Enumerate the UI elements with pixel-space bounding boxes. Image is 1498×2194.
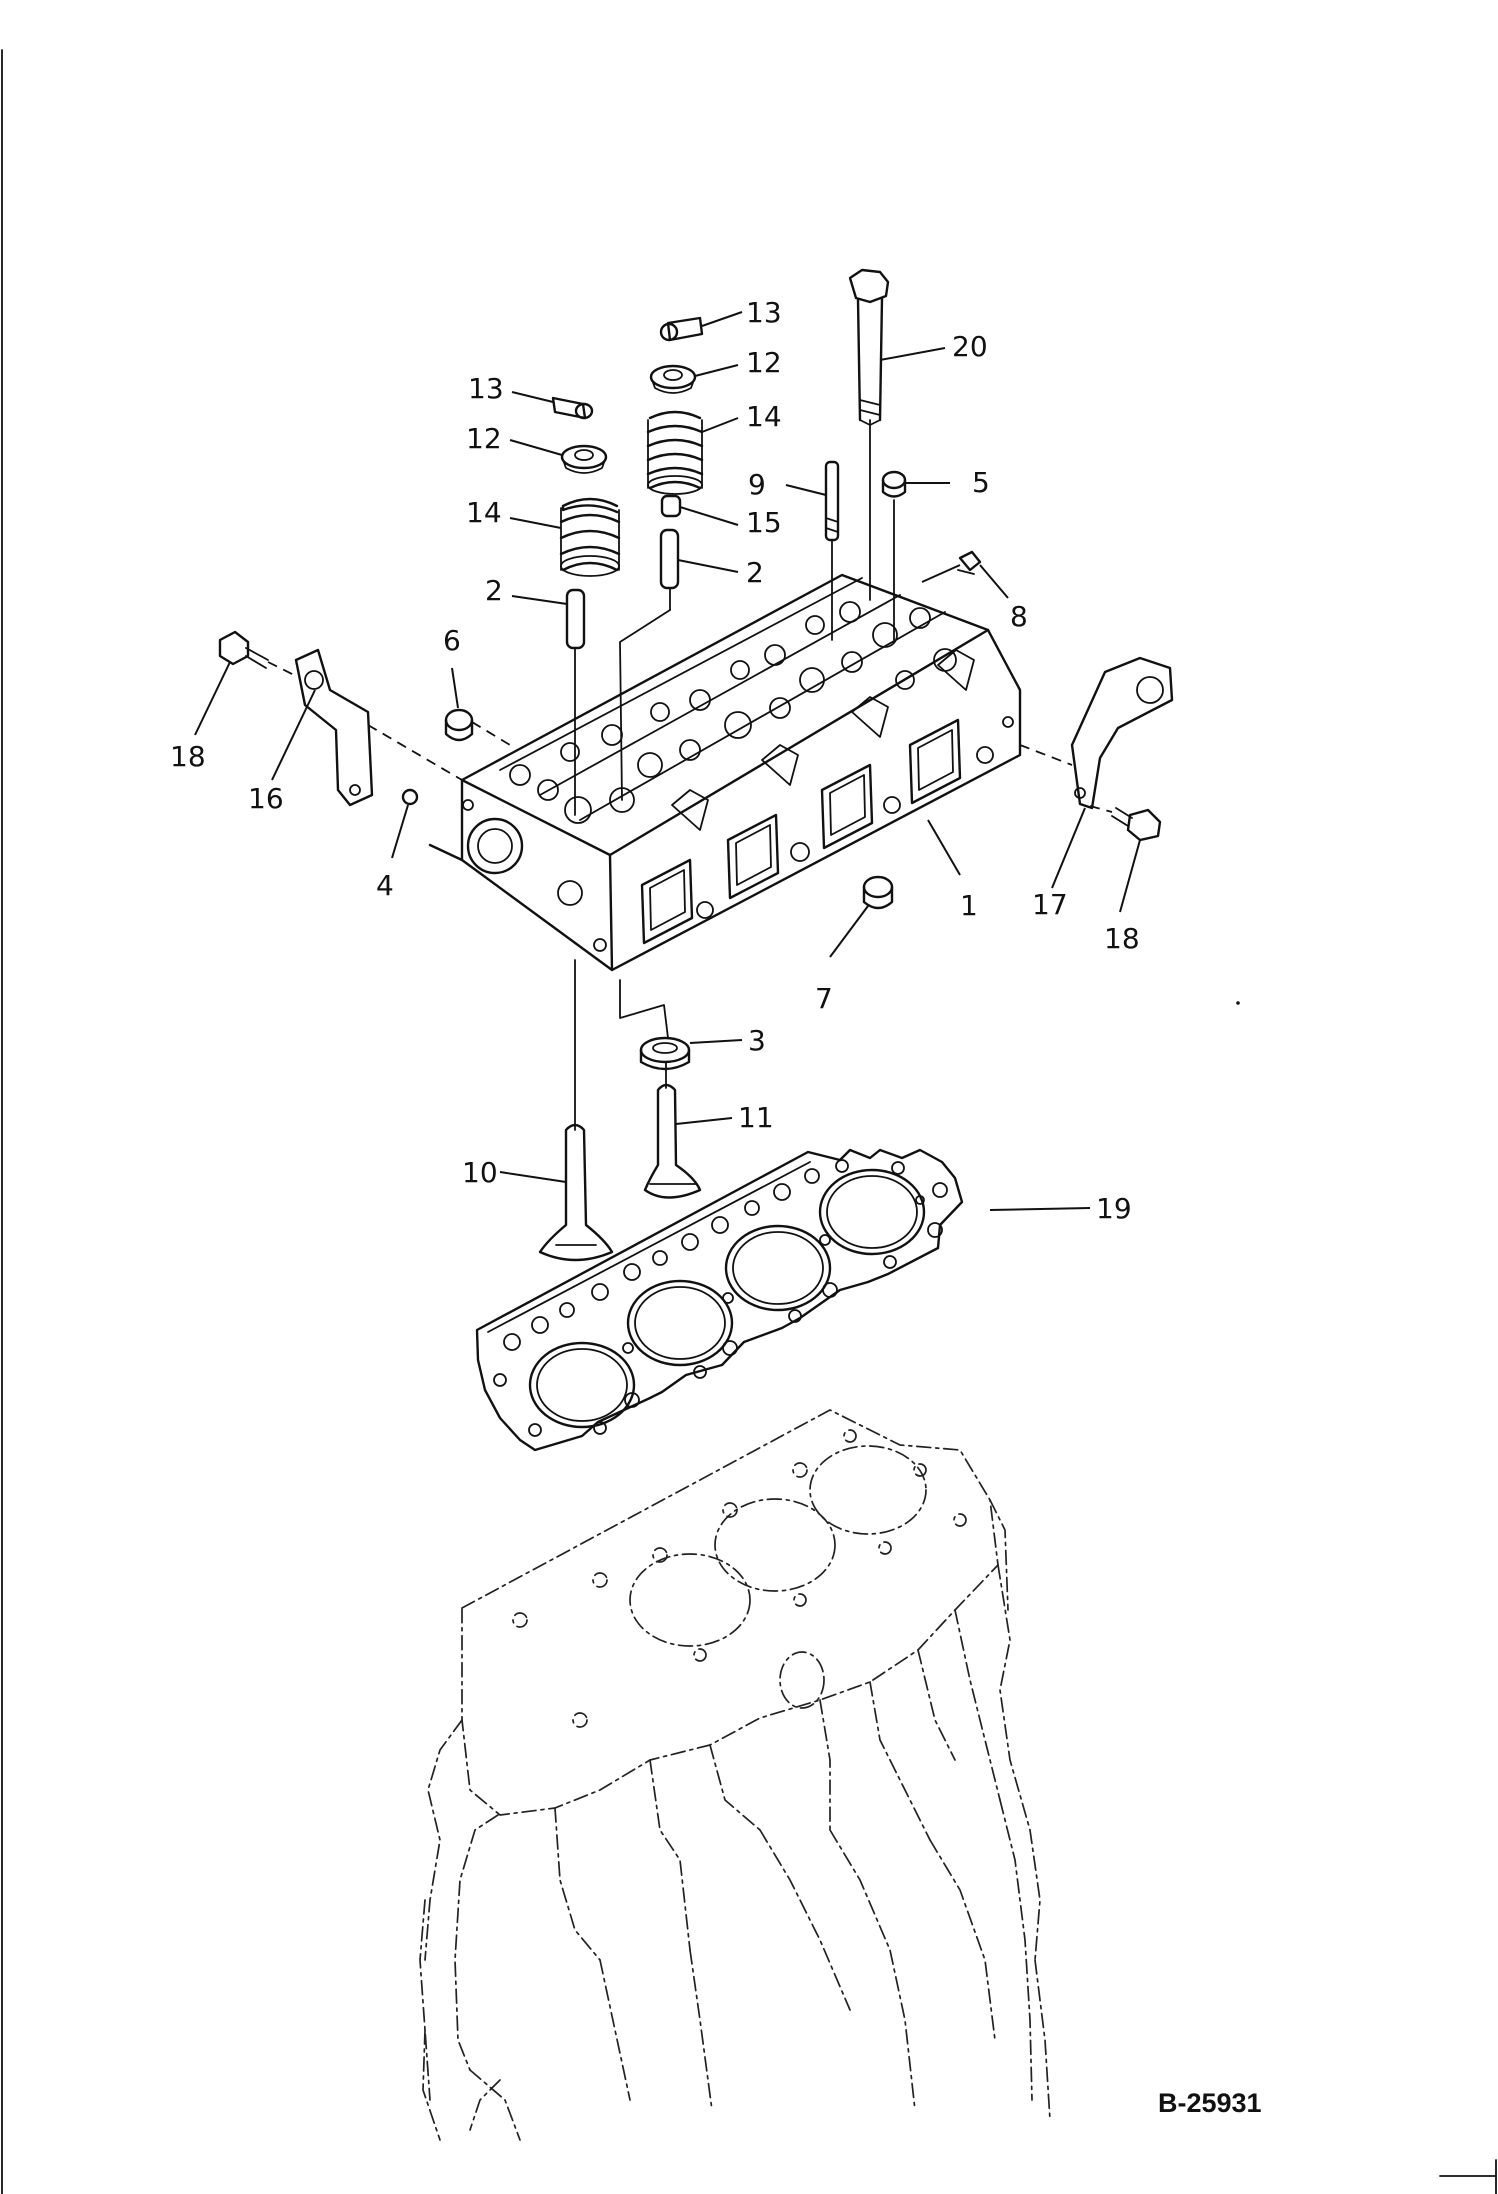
bolt-right [1111,807,1162,842]
callout-8: 8 [1010,600,1028,633]
callout-5: 5 [972,466,990,499]
callout-20: 20 [952,330,988,363]
bracket-left [294,648,374,807]
page-frame [1,49,1497,2194]
stem-seal [660,494,682,518]
callout-7: 7 [815,982,833,1015]
callout-1: 1 [960,889,978,922]
callout-16: 16 [248,782,284,815]
cylinder-block [419,1409,1051,2141]
callout-10: 10 [462,1156,498,1189]
plug-8 [957,550,982,575]
bolt-left [218,630,269,669]
stud-9 [824,460,840,542]
spring-right [646,410,704,495]
callout-15: 15 [746,506,782,539]
retainer-right [649,364,697,394]
cap-5 [881,470,907,498]
leader-lines [194,311,1141,1211]
callout-14-left: 14 [466,496,502,529]
valve-intake [643,1083,702,1199]
valve-exhaust [538,1123,614,1262]
assembly-lines [267,419,1113,1131]
spring-left [559,497,621,577]
callout-11: 11 [738,1101,774,1134]
callout-12-left: 12 [466,422,502,455]
callout-18-right: 18 [1104,922,1140,955]
callout-13-right: 13 [746,296,782,329]
callout-19: 19 [1096,1192,1132,1225]
plug-6 [444,708,474,742]
callout-9: 9 [748,468,766,501]
drawing-code: B-25931 [1158,2088,1262,2118]
callout-4: 4 [376,869,394,902]
callout-18-left: 18 [170,740,206,773]
callout-2-right: 2 [746,556,764,589]
plug-4 [401,788,419,806]
callout-labels: 13 12 14 2 13 12 14 15 2 9 5 20 8 6 4 7 … [170,296,1140,1225]
collet-left [551,396,594,420]
stray-dot [1236,1001,1240,1005]
callout-6: 6 [443,624,461,657]
collet-right [659,316,704,342]
valve-holes [509,601,957,824]
callout-14-right: 14 [746,400,782,433]
cylinder-head [428,573,1022,972]
callout-17: 17 [1032,888,1068,921]
head-bolt [848,268,890,426]
head-gasket [475,1148,964,1452]
callout-3: 3 [748,1024,766,1057]
valve-guide-left [565,588,586,650]
seat-insert [639,1036,691,1071]
callout-12-right: 12 [746,346,782,379]
bracket-right [1070,656,1174,810]
plug-7 [862,875,894,910]
callout-2-left: 2 [485,574,503,607]
valve-guide-right [659,528,680,590]
retainer-left [560,444,608,474]
callout-13-left: 13 [468,372,504,405]
